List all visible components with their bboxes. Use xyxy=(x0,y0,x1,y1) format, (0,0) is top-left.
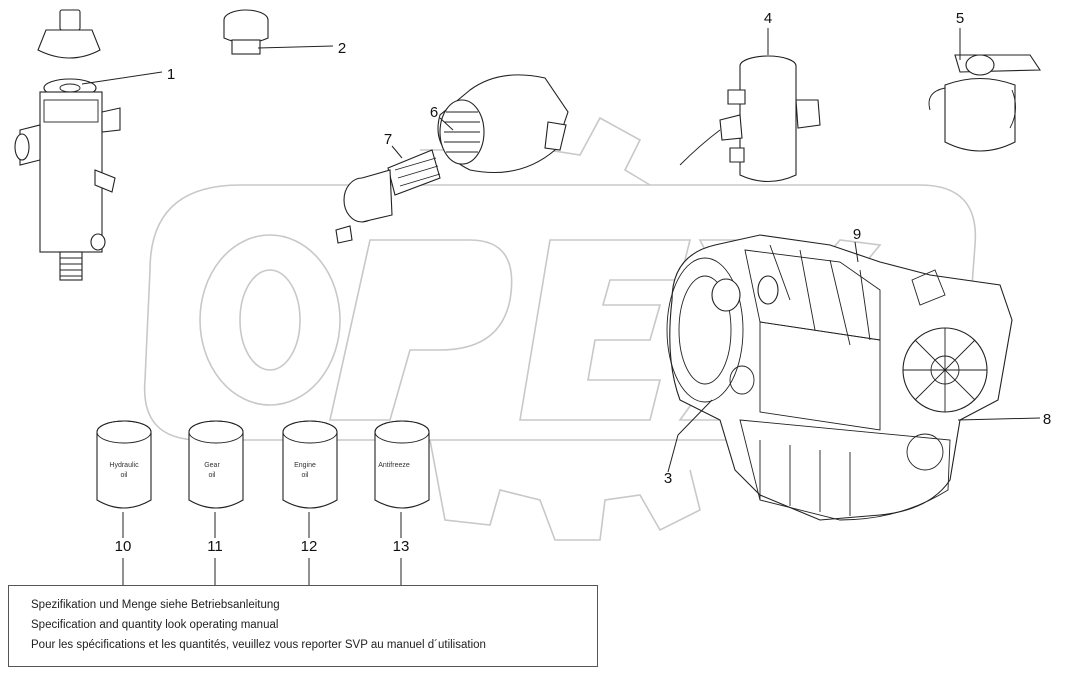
can-label-line2: oil xyxy=(120,472,127,479)
callout-3: 3 xyxy=(664,470,672,487)
engine-oil-can: Engine oil xyxy=(282,420,338,509)
engine-assembly xyxy=(666,234,1013,521)
note-line-fr: Pour les spécifications et les quantités… xyxy=(31,639,486,651)
air-filter-element-part-7 xyxy=(335,149,441,244)
plug-cap-part-2 xyxy=(223,9,269,55)
hydraulic-filter-part-1 xyxy=(14,9,121,281)
callout-4: 4 xyxy=(764,10,772,27)
pre-cleaner-part-4 xyxy=(679,55,821,183)
can-label-line1: Hydraulic xyxy=(109,462,139,469)
air-filter-housing-part-6 xyxy=(437,74,569,173)
callout-7: 7 xyxy=(384,131,392,148)
can-label-line1: Engine xyxy=(294,462,316,469)
callout-12: 12 xyxy=(301,538,318,555)
callout-8: 8 xyxy=(1043,411,1051,428)
leader-lines xyxy=(81,28,1041,585)
callout-5: 5 xyxy=(956,10,964,27)
can-label-line1: Antifreeze xyxy=(378,462,410,469)
callout-10: 10 xyxy=(115,538,132,555)
note-line-en: Specification and quantity look operatin… xyxy=(31,619,279,631)
hydraulic-oil-can: Hydraulic oil xyxy=(96,420,152,509)
antifreeze-can: Antifreeze xyxy=(374,420,430,509)
fuel-filter-part-5 xyxy=(928,54,1042,152)
gear-oil-can: Gear oil xyxy=(188,420,244,509)
callout-1: 1 xyxy=(167,66,175,83)
can-label-line1: Gear xyxy=(204,462,220,469)
can-label-line2: oil xyxy=(208,472,215,479)
callout-13: 13 xyxy=(393,538,410,555)
callout-6: 6 xyxy=(430,104,438,121)
callout-11: 11 xyxy=(207,538,223,555)
callout-9: 9 xyxy=(853,226,861,243)
callout-numbers: 1 2 3 4 5 6 7 8 9 10 11 12 13 xyxy=(115,10,1052,555)
note-line-de: Spezifikation und Menge siehe Betriebsan… xyxy=(31,599,280,611)
can-label-line2: oil xyxy=(301,472,308,479)
callout-2: 2 xyxy=(338,40,346,57)
specification-note: Spezifikation und Menge siehe Betriebsan… xyxy=(8,585,598,667)
